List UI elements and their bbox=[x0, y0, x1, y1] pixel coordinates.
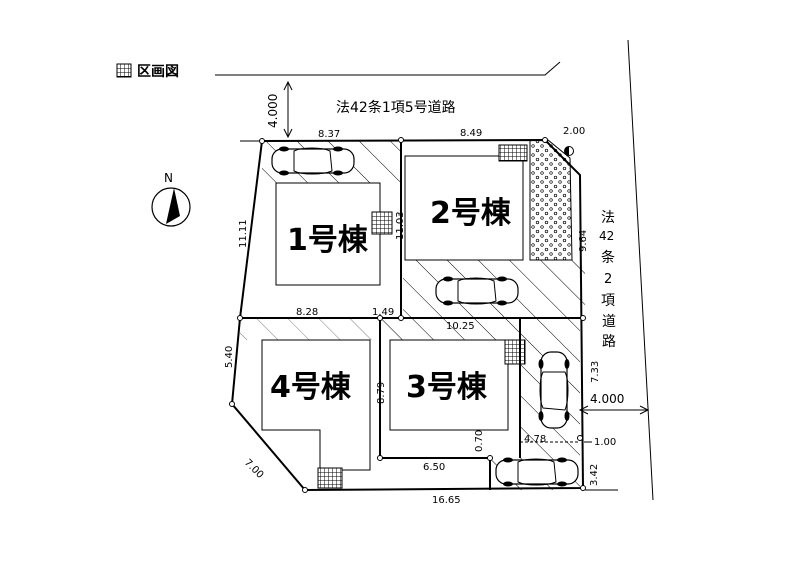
car-icon bbox=[538, 351, 570, 429]
building-1-footprint bbox=[275, 182, 381, 286]
car-icon bbox=[495, 457, 579, 487]
north-road-edge bbox=[215, 61, 561, 76]
building-2-footprint bbox=[404, 155, 524, 261]
dimension-labels: 8.37 8.49 2.00 11.11 11.03 9.64 8.28 1.4… bbox=[224, 126, 616, 506]
building-4-label: 4号棟 bbox=[270, 370, 352, 405]
svg-text:条: 条 bbox=[601, 249, 615, 266]
svg-text:道: 道 bbox=[602, 314, 616, 330]
dim-label: 5.40 bbox=[224, 346, 235, 368]
entrance-marker bbox=[317, 467, 343, 489]
building-4-footprint bbox=[261, 339, 371, 471]
dim-label: 1.00 bbox=[594, 437, 616, 448]
building-2-label: 2号棟 bbox=[430, 196, 512, 231]
utility-pole-icon bbox=[564, 146, 574, 156]
east-road-width: 4.000 bbox=[590, 392, 624, 406]
north-label: N bbox=[164, 171, 173, 185]
dim-label: 8.37 bbox=[318, 129, 340, 140]
north-road-name: 法42条1項5号道路 bbox=[336, 99, 456, 116]
east-road-name: 法 42 条 2 項 道 路 bbox=[599, 210, 616, 350]
north-road-width: 4.000 bbox=[266, 94, 280, 128]
dim-label: 7.00 bbox=[242, 457, 266, 481]
car-icon bbox=[435, 276, 519, 306]
dim-label: 8.28 bbox=[296, 307, 318, 318]
title-marker bbox=[116, 63, 132, 78]
building-3-footprint bbox=[389, 339, 509, 431]
dim-label: 4.78 bbox=[524, 434, 546, 445]
dim-label: 1.49 bbox=[372, 307, 394, 318]
svg-text:42: 42 bbox=[599, 229, 614, 243]
svg-text:路: 路 bbox=[602, 334, 616, 350]
dim-label: 11.11 bbox=[238, 219, 249, 248]
dim-label: 10.25 bbox=[446, 321, 475, 332]
arrowhead bbox=[639, 405, 650, 415]
lot-boundaries bbox=[230, 138, 585, 492]
dim-label: 11.03 bbox=[395, 211, 406, 240]
dim-label: 2.00 bbox=[563, 126, 585, 137]
arrowhead bbox=[283, 80, 293, 91]
dim-label: 8.49 bbox=[460, 128, 482, 139]
dim-label: 3.42 bbox=[589, 464, 600, 486]
dim-label: 9.64 bbox=[578, 230, 589, 252]
east-road-edge bbox=[627, 39, 654, 501]
garden-area bbox=[529, 139, 573, 261]
entrance-marker bbox=[371, 211, 393, 235]
dim-label: 8.79 bbox=[376, 382, 387, 404]
plan-title: 区画図 bbox=[137, 64, 179, 80]
car-icon bbox=[271, 146, 355, 176]
arrowhead bbox=[283, 128, 293, 139]
building-1-label: 1号棟 bbox=[287, 223, 369, 258]
dim-label: 16.65 bbox=[432, 495, 461, 506]
dim-label: 7.33 bbox=[590, 361, 601, 383]
svg-text:項: 項 bbox=[601, 293, 615, 309]
entrance-marker bbox=[504, 339, 526, 365]
dim-label: 0.70 bbox=[474, 430, 485, 452]
entrance-marker bbox=[498, 144, 528, 162]
boundary-points bbox=[229, 137, 586, 493]
dim-label: 6.50 bbox=[423, 462, 445, 473]
building-3-label: 3号棟 bbox=[406, 370, 488, 405]
svg-text:2: 2 bbox=[604, 272, 612, 287]
svg-text:法: 法 bbox=[601, 210, 615, 226]
north-arrow-icon bbox=[151, 187, 191, 227]
